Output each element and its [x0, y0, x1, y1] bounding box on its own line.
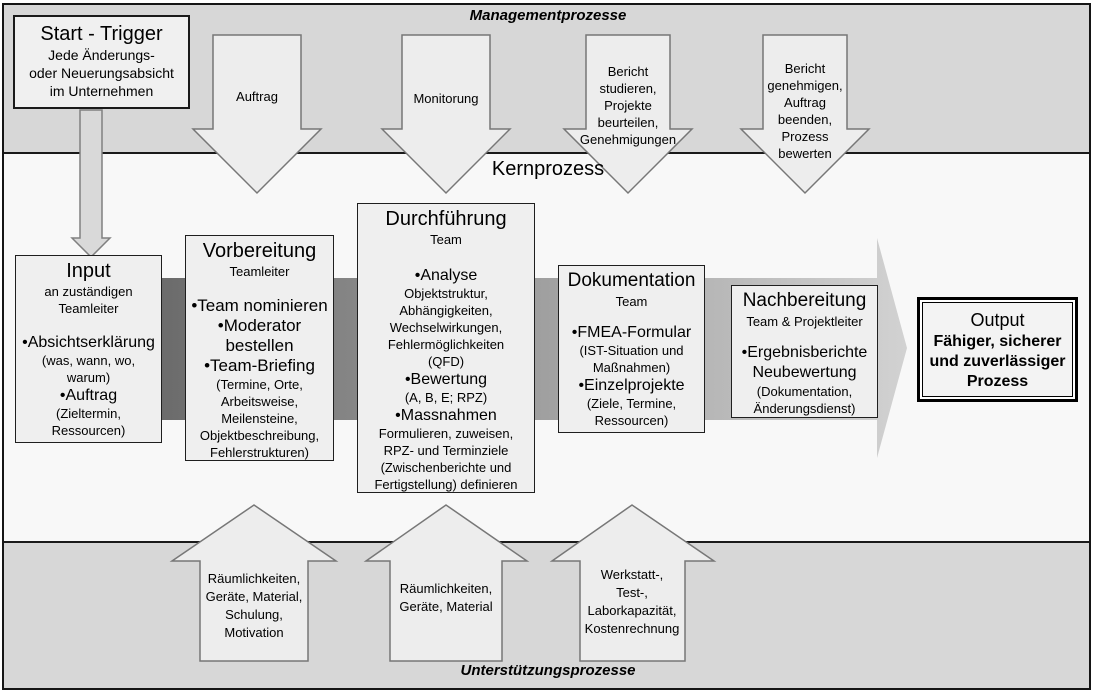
input-box: Input an zuständigen Teamleiter •Absicht…: [15, 255, 162, 443]
support-arrow-1-label: Räumlichkeiten, Geräte, Material, Schulu…: [205, 571, 303, 640]
dokumentation-item: •FMEA-Formular: [571, 324, 692, 341]
output-text: Fähiger, sicherer und zuverlässiger Proz…: [929, 332, 1066, 390]
start-trigger-title: Start - Trigger: [40, 23, 163, 45]
vorbereitung-subtitle: Teamleiter: [229, 264, 290, 279]
output-title: Output: [970, 309, 1025, 330]
input-item: •Auftrag: [59, 387, 118, 404]
kernprozess-band-title: Kernprozess: [491, 158, 605, 180]
durchfuehrung-item: •Massnahmen: [395, 407, 497, 424]
vorbereitung-title: Vorbereitung: [202, 240, 317, 262]
durchfuehrung-item: •Bewertung: [404, 371, 488, 388]
auftrag-arrow-label: Auftrag: [236, 89, 278, 104]
vorbereitung-box: Vorbereitung Teamleiter •Team nominieren…: [185, 235, 334, 461]
nachbereitung-subtitle: Team & Projektleiter: [746, 314, 863, 329]
dokumentation-subtitle: Team: [615, 294, 648, 309]
durchfuehrung-item-detail: Formulieren, zuweisen, RPZ- und Terminzi…: [374, 426, 518, 492]
start-trigger-subtitle: Jede Änderungs- oder Neuerungsabsicht im…: [29, 47, 174, 99]
input-subtitle: an zuständigen Teamleiter: [44, 284, 133, 316]
support-arrow-3-label: Werkstatt-, Test-, Laborkapazität, Koste…: [584, 567, 680, 636]
vorbereitung-item: •Team nominieren: [191, 296, 328, 315]
nachbereitung-item-detail: (Dokumentation, Änderungsdienst): [753, 384, 856, 416]
dokumentation-title: Dokumentation: [567, 270, 696, 291]
monitoring-arrow-label: Monitorung: [413, 91, 479, 106]
start-trigger-box: Start - Trigger Jede Änderungs- oder Neu…: [13, 15, 190, 109]
durchfuehrung-item-detail: Objektstruktur, Abhängigkeiten, Wechselw…: [387, 286, 505, 369]
nachbereitung-title: Nachbereitung: [742, 290, 867, 311]
input-title: Input: [66, 260, 111, 282]
durchfuehrung-title: Durchführung: [385, 208, 507, 230]
input-item-detail: (Zieltermin, Ressourcen): [51, 406, 126, 438]
dokumentation-box: Dokumentation Team •FMEA-Formular (IST-S…: [558, 265, 705, 433]
dokumentation-item: •Einzelprojekte: [578, 377, 685, 394]
vorbereitung-item: •Team-Briefing: [204, 356, 315, 375]
management-band-title: Managementprozesse: [469, 7, 627, 24]
dokumentation-item-detail: (IST-Situation und Maßnahmen): [579, 343, 684, 375]
durchfuehrung-subtitle: Team: [430, 232, 462, 247]
bericht-studieren-arrow-label: Bericht studieren, Projekte beurteilen, …: [579, 64, 677, 147]
support-band-title: Unterstützungsprozesse: [460, 662, 636, 679]
output-box-inner: Output Fähiger, sicherer und zuverlässig…: [922, 302, 1073, 397]
vorbereitung-item: •Moderator bestellen: [217, 316, 302, 355]
vorbereitung-item-detail: (Termine, Orte, Arbeitsweise, Meilenstei…: [199, 377, 320, 460]
bericht-genehmigen-arrow-label: Bericht genehmigen, Auftrag beenden, Pro…: [767, 61, 843, 161]
nachbereitung-box: Nachbereitung Team & Projektleiter •Erge…: [731, 285, 878, 418]
durchfuehrung-box: Durchführung Team •Analyse Objektstruktu…: [357, 203, 535, 493]
input-item-detail: (was, wann, wo, warum): [41, 353, 136, 385]
nachbereitung-item: •Ergebnisberichte Neubewertung: [741, 344, 868, 381]
support-arrow-2-label: Räumlichkeiten, Geräte, Material: [399, 581, 493, 614]
output-box: Output Fähiger, sicherer und zuverlässig…: [917, 297, 1078, 402]
dokumentation-item-detail: (Ziele, Termine, Ressourcen): [586, 396, 677, 428]
input-item: •Absichtserklärung: [22, 334, 155, 351]
durchfuehrung-item-detail: (A, B, E; RPZ): [404, 390, 488, 405]
durchfuehrung-item: •Analyse: [414, 267, 478, 284]
